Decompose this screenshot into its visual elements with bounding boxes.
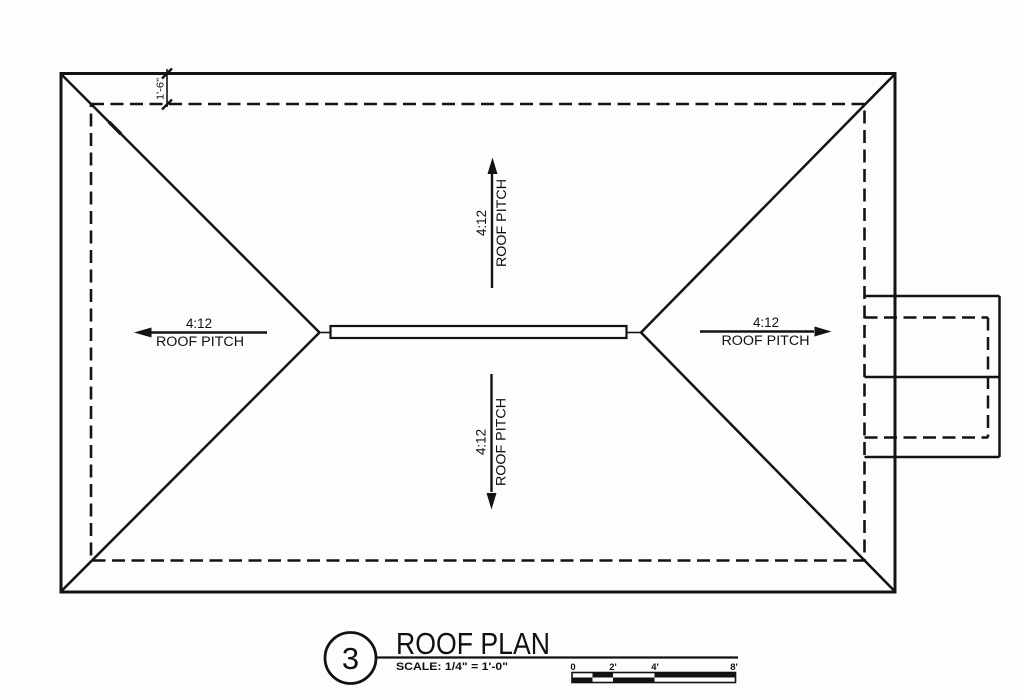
- svg-text:8': 8': [730, 662, 738, 673]
- svg-text:4:12: 4:12: [474, 210, 489, 236]
- svg-text:3: 3: [342, 641, 359, 676]
- svg-text:4:12: 4:12: [186, 316, 212, 331]
- svg-text:1'-6": 1'-6": [156, 78, 167, 100]
- svg-text:ROOF PITCH: ROOF PITCH: [722, 333, 810, 348]
- svg-text:ROOF PITCH: ROOF PITCH: [494, 398, 509, 486]
- svg-text:4:12: 4:12: [753, 315, 779, 330]
- svg-text:2': 2': [609, 662, 617, 673]
- svg-text:4': 4': [651, 662, 659, 673]
- svg-text:4:12: 4:12: [474, 429, 489, 455]
- svg-text:SCALE: 1/4" = 1'-0": SCALE: 1/4" = 1'-0": [396, 661, 508, 673]
- svg-text:0: 0: [570, 662, 575, 673]
- svg-text:ROOF PITCH: ROOF PITCH: [156, 334, 244, 349]
- svg-text:ROOF PITCH: ROOF PITCH: [494, 179, 509, 267]
- svg-text:ROOF PLAN: ROOF PLAN: [396, 627, 550, 661]
